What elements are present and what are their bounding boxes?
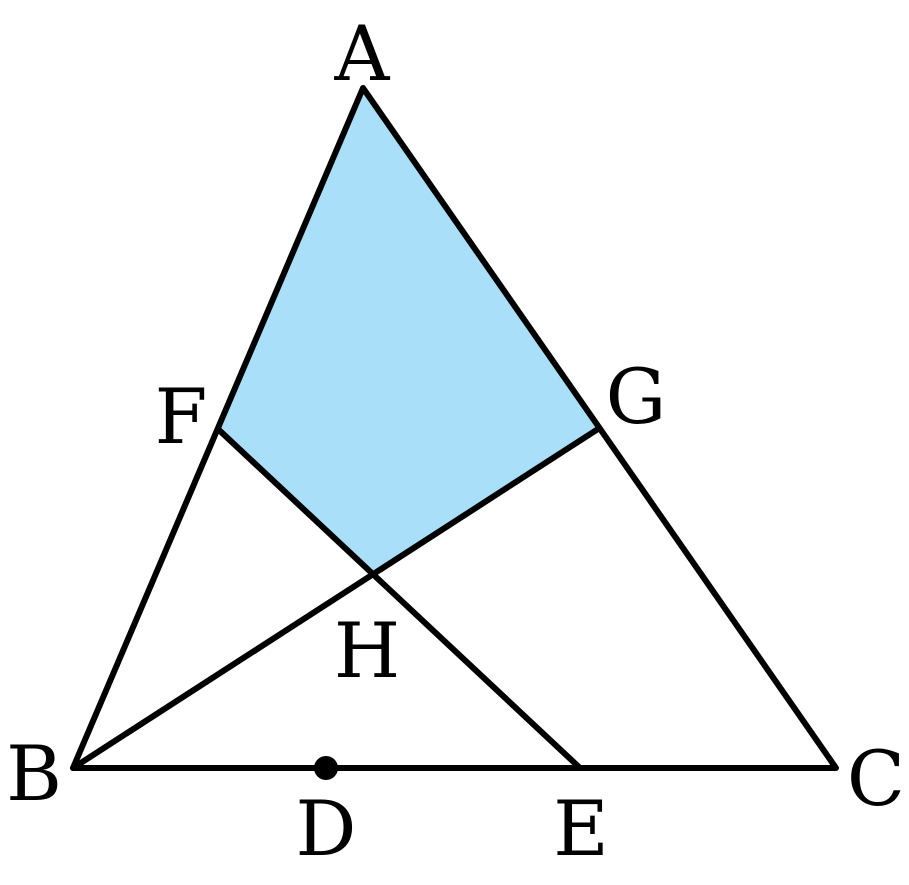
label-d: D <box>296 784 357 873</box>
label-a: A <box>334 9 391 98</box>
label-f: F <box>155 372 208 461</box>
label-b: B <box>6 729 62 818</box>
label-g: G <box>606 352 667 441</box>
segment-bg <box>70 426 601 771</box>
label-c: C <box>847 734 905 823</box>
shaded-region-afhg <box>219 88 598 574</box>
point-d-dot <box>314 756 338 780</box>
label-h: H <box>334 606 400 695</box>
label-e: E <box>553 784 608 873</box>
segment-fe <box>216 427 583 771</box>
